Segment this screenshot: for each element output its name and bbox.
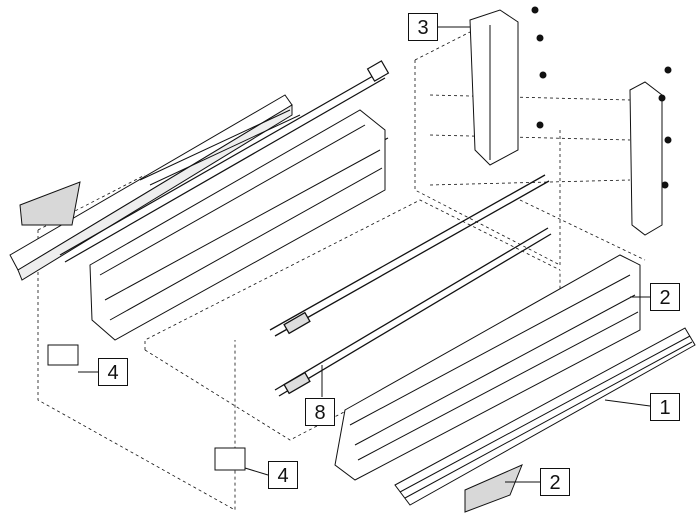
gallery-rails	[269, 174, 552, 397]
left-drawer-side	[89, 109, 386, 341]
front-brackets	[47, 344, 246, 471]
callout-2-side: 2	[650, 283, 680, 311]
leader-lines	[78, 26, 651, 483]
callout-1: 1	[650, 393, 680, 421]
callout-3: 3	[408, 13, 438, 41]
screws	[531, 6, 672, 189]
right-drawer-side	[334, 254, 641, 481]
left-runner	[9, 94, 301, 281]
right-rear-bracket	[629, 81, 663, 236]
rear-bracket	[469, 9, 519, 166]
left-cover-cap	[19, 181, 81, 226]
callout-8: 8	[305, 398, 335, 426]
right-cover-cap	[464, 464, 523, 513]
callout-4-left: 4	[98, 358, 128, 386]
right-runner	[394, 327, 696, 506]
callout-4-bottom: 4	[268, 461, 298, 489]
callout-2-cap: 2	[540, 468, 570, 496]
